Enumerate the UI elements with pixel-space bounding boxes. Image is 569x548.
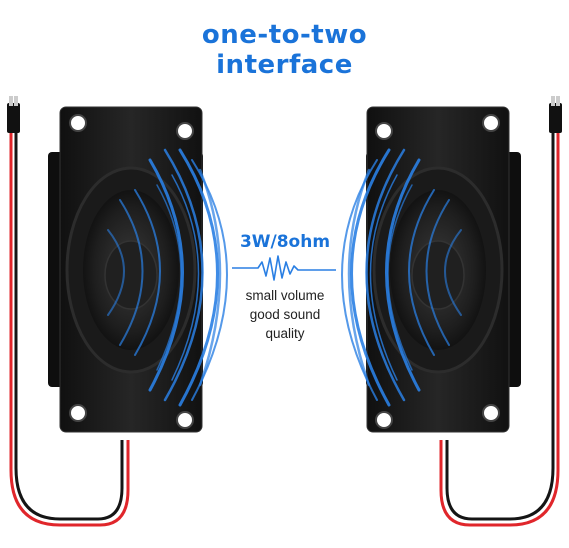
- headline-line-1: one-to-two: [201, 20, 368, 50]
- left-connector: [7, 103, 20, 133]
- right-speaker: [366, 106, 521, 433]
- left-speaker: [48, 106, 203, 433]
- left-wire: [7, 96, 130, 527]
- waveform-icon: [232, 255, 336, 281]
- right-wire: [439, 96, 562, 527]
- spec-label: 3W/8ohm: [239, 232, 331, 252]
- description-line-1: small volume: [245, 288, 325, 303]
- right-sound-waves: [341, 148, 462, 407]
- left-sound-waves: [107, 148, 228, 407]
- description-line-2: good sound: [249, 307, 321, 322]
- right-connector: [549, 103, 562, 133]
- description-line-3: quality: [265, 326, 305, 341]
- headline-line-2: interface: [216, 50, 353, 80]
